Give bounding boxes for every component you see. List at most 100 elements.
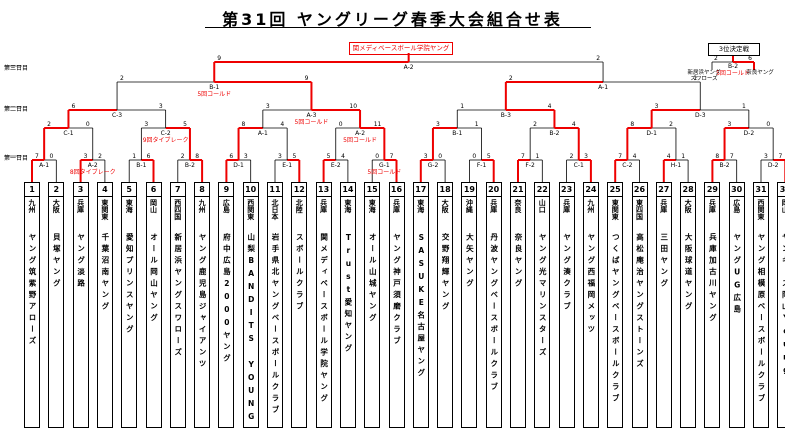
r32-match-code: A-1 <box>39 162 49 169</box>
qf-match-score-right: 4 <box>548 103 552 110</box>
r32-match-score-left: 2 <box>181 153 185 160</box>
team-name: 新居浜ヤングスワローズ <box>173 233 183 360</box>
team-name: 府中広島2000ヤング <box>222 233 232 366</box>
r16-match-score-left: 3 <box>436 121 440 128</box>
semi-match-score-right: 9 <box>305 75 309 82</box>
team-number: 32 <box>778 183 785 197</box>
team-column: 18 大阪交野翔輝ヤング <box>437 182 454 428</box>
r32-match-code: C-2 <box>622 162 632 169</box>
team-region: 東海 <box>125 199 134 213</box>
r16-match-score-right: 5 <box>183 121 187 128</box>
team-column: 12北陸Locomotionヤングベースボールクラブ <box>291 182 308 428</box>
team-name: 岩手県北ヤングベースボールクラブ <box>271 233 280 417</box>
r32-match-code: B-2 <box>185 162 195 169</box>
r16-match-code: A-1 <box>258 130 268 137</box>
team-number: 14 <box>340 183 355 197</box>
team-name: 千葉沼南ヤング <box>100 233 110 314</box>
r32-match-code: G-1 <box>379 162 390 169</box>
team-region: 沖縄 <box>465 199 474 213</box>
r32-match-score-left: 6 <box>229 153 233 160</box>
team-name: ヤング筑紫野アローズ <box>28 233 37 348</box>
team-name: 貝塚ヤング <box>52 233 62 291</box>
team-number: 3 <box>73 183 88 197</box>
team-name: 交野翔輝ヤング <box>441 233 451 314</box>
r16-match-code: C-1 <box>63 130 73 137</box>
team-number: 4 <box>97 183 112 197</box>
team-name: オール山城ヤング <box>368 233 378 325</box>
team-region: 大阪 <box>52 199 61 213</box>
team-name: ヤング相模原ベースボールクラブ <box>757 233 766 406</box>
r32-match-score-right: 7 <box>730 153 734 160</box>
team-number: 5 <box>122 183 137 197</box>
r16-match-note: 5回コールド <box>343 137 377 144</box>
team-region: 東四国 <box>635 199 644 220</box>
team-region: 九州 <box>198 199 207 213</box>
r32-match-score-left: 4 <box>667 153 671 160</box>
qf-match-code: B-3 <box>501 112 511 119</box>
final-match-score-right: 2 <box>596 55 600 62</box>
third-note: 5回コールド <box>716 70 750 77</box>
r32-match-score-left: 3 <box>278 153 282 160</box>
r32-match-score-right: 0 <box>49 153 53 160</box>
r32-match-score-left: 0 <box>472 153 476 160</box>
r32-match-score-right: 0 <box>438 153 442 160</box>
team-region: 東海 <box>368 199 377 213</box>
team-region: 西四国 <box>173 199 182 220</box>
team-name: 山梨BANDITS YOUNG <box>246 233 256 425</box>
third-score-left: 2 <box>714 55 718 62</box>
semi-match-code: B-1 <box>209 84 219 91</box>
team-region: 奈良 <box>514 199 522 213</box>
r32-match-code: D-1 <box>233 162 244 169</box>
r16-match-code: B-1 <box>452 130 462 137</box>
qf-match-code: D-3 <box>695 112 706 119</box>
r32-match-score-left: 7 <box>521 153 525 160</box>
team-region: 兵庫 <box>76 199 85 213</box>
semi-match-score-left: 2 <box>120 75 124 82</box>
final-match-score-left: 9 <box>217 55 221 62</box>
third-score-right: 6 <box>748 55 752 62</box>
team-name: 関メディベースボール学院ヤング <box>319 233 329 406</box>
team-name: ヤング西福岡メッツ <box>586 233 596 337</box>
r32-match-code: E-1 <box>282 162 292 169</box>
team-name: Locomotionヤングベースボールクラブ <box>295 233 305 314</box>
day-label-1: 第一日目 <box>4 155 29 162</box>
r32-match-code: F-1 <box>477 162 487 169</box>
qf-match-score-right: 3 <box>159 103 163 110</box>
team-region: 兵庫 <box>708 199 717 213</box>
team-region: 九州 <box>28 199 36 213</box>
r16-match-score-right: 2 <box>669 121 673 128</box>
r16-match-score-right: 0 <box>86 121 90 128</box>
r32-match-score-right: 4 <box>341 153 345 160</box>
r16-match-score-right: 11 <box>374 121 382 128</box>
team-number: 21 <box>511 183 525 197</box>
r32-match-score-right: 1 <box>535 153 539 160</box>
team-region: 大阪 <box>441 199 450 213</box>
team-number: 18 <box>438 183 453 197</box>
team-name: ヤングUG広島 <box>732 233 742 317</box>
r16-match-score-left: 3 <box>144 121 148 128</box>
team-name: ヤング湊クラブ <box>562 233 572 314</box>
team-name: 大阪球道ヤング <box>684 233 694 314</box>
r16-match-score-left: 8 <box>242 121 246 128</box>
team-number: 24 <box>583 183 598 197</box>
r16-match-score-left: 2 <box>47 121 51 128</box>
team-region: 兵庫 <box>392 199 401 213</box>
title-underline <box>205 27 591 28</box>
team-number: 15 <box>365 183 380 197</box>
team-region: 東海 <box>343 199 352 213</box>
qf-match-score-left: 3 <box>266 103 270 110</box>
r32-match-note: 5回コールド <box>367 169 401 176</box>
r32-match-score-right: 5 <box>292 153 296 160</box>
third-right-team: 奈良ヤング <box>746 68 774 76</box>
team-number: 7 <box>170 183 185 197</box>
